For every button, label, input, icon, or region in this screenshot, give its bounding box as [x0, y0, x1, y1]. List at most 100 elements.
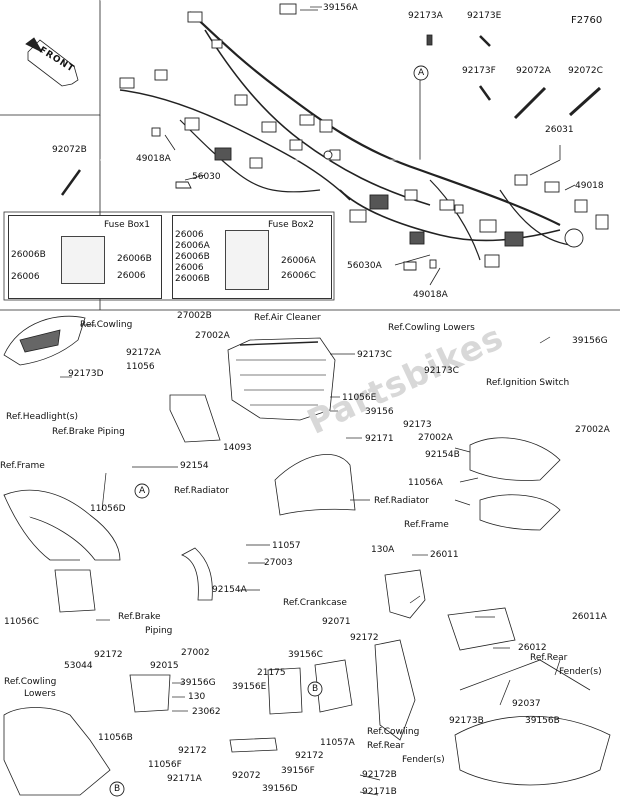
- part-label: 92015: [150, 661, 179, 671]
- part-label: 92172: [350, 633, 379, 643]
- ref-label: Ref.Rear: [367, 741, 405, 751]
- part-label: 92171A: [167, 774, 202, 784]
- ref-label: Ref.Brake: [118, 612, 161, 622]
- part-label: 92172: [295, 751, 324, 761]
- part-label: 26031: [545, 125, 574, 135]
- fuse-box-2: Fuse Box2 26006 26006A 26006B 26006 2600…: [172, 215, 332, 299]
- part-label: 27002A: [575, 425, 610, 435]
- part-label: 39156E: [232, 682, 267, 692]
- part-label: 11056C: [4, 617, 39, 627]
- ref-label: Piping: [145, 626, 173, 636]
- fuse-box-1-right-1: 26006B: [117, 254, 152, 264]
- ref-label: Ref.Frame: [0, 461, 45, 471]
- callout-b-mid: [307, 681, 323, 697]
- ref-label: Ref.Headlight(s): [6, 412, 78, 422]
- part-label: 27002B: [177, 311, 212, 321]
- fuse-box-2-right-1: 26006A: [281, 256, 316, 266]
- fuse-box-1-right-2: 26006: [117, 271, 146, 281]
- part-label: 92154A: [212, 585, 247, 595]
- part-label: 92173A: [408, 11, 443, 21]
- callout-a-top: [413, 65, 429, 81]
- part-label: 11056F: [148, 760, 182, 770]
- part-label: 92172: [178, 746, 207, 756]
- part-label: 11056D: [90, 504, 126, 514]
- part-label: 53044: [64, 661, 93, 671]
- part-label: 27002A: [195, 331, 230, 341]
- part-label: 92072C: [568, 66, 603, 76]
- part-label: 92173F: [462, 66, 496, 76]
- part-label: 92154B: [425, 450, 460, 460]
- part-label: 27003: [264, 558, 293, 568]
- ref-label: Ref.Rear: [530, 653, 568, 663]
- part-label: 27002: [181, 648, 210, 658]
- fuse-box-2-body: [225, 230, 269, 290]
- callout-a-top-label: A: [418, 68, 425, 78]
- part-label: 92171: [365, 434, 394, 444]
- part-label: 92173C: [424, 366, 459, 376]
- fuse-box-2-right-2: 26006C: [281, 271, 316, 281]
- part-label: 92171B: [362, 787, 397, 797]
- part-label: 92172A: [126, 348, 161, 358]
- part-label: 56030: [192, 172, 221, 182]
- part-label: 39156A: [323, 3, 358, 13]
- callout-b-mid-label: B: [312, 684, 319, 694]
- part-label: 23062: [192, 707, 221, 717]
- part-label: 92172B: [362, 770, 397, 780]
- ref-label: Ref.Cowling: [80, 320, 133, 330]
- ref-label: Ref.Ignition Switch: [486, 378, 570, 388]
- fuse-box-1: Fuse Box1 26006B 26006 26006B 26006: [8, 215, 162, 299]
- part-label: 92172: [94, 650, 123, 660]
- fuse-box-1-title: Fuse Box1: [104, 220, 150, 230]
- ref-label: Fender(s): [559, 667, 602, 677]
- fuse-box-2-left-3: 26006B: [175, 252, 210, 262]
- part-label: 11056E: [342, 393, 377, 403]
- part-label: 92072B: [52, 145, 87, 155]
- part-label: 39156F: [281, 766, 315, 776]
- part-label: 49018A: [136, 154, 171, 164]
- front-arrow-icon: [25, 37, 79, 87]
- part-label: 49018A: [413, 290, 448, 300]
- part-label: 56030A: [347, 261, 382, 271]
- part-label: 39156B: [525, 716, 560, 726]
- ref-label: Fender(s): [402, 755, 445, 765]
- ref-label: Ref.Cowling Lowers: [388, 323, 475, 333]
- ref-label: Ref.Radiator: [374, 496, 429, 506]
- part-label: 92173D: [68, 369, 104, 379]
- ref-label: Ref.Cowling: [4, 677, 57, 687]
- part-label: 11057A: [320, 738, 355, 748]
- callout-a-bottom: [134, 483, 150, 499]
- part-label: 11056: [126, 362, 155, 372]
- fuse-box-2-left-4: 26006: [175, 263, 204, 273]
- part-label: 92173E: [467, 11, 502, 21]
- part-label: 92071: [322, 617, 351, 627]
- figure-id: F2760: [571, 15, 603, 26]
- part-label: 39156: [365, 407, 394, 417]
- part-label: 92072: [232, 771, 261, 781]
- ref-label: Lowers: [24, 689, 56, 699]
- ref-label: Ref.Radiator: [174, 486, 229, 496]
- part-label: 14093: [223, 443, 252, 453]
- part-label: 11056B: [98, 733, 133, 743]
- part-label: 21175: [257, 668, 286, 678]
- ref-label: Ref.Cowling: [367, 727, 420, 737]
- ref-label: Ref.Air Cleaner: [254, 313, 321, 323]
- fuse-box-1-left-2: 26006: [11, 272, 40, 282]
- ref-label: Ref.Frame: [404, 520, 449, 530]
- ref-label: Ref.Crankcase: [283, 598, 347, 608]
- part-label: 26011A: [572, 612, 607, 622]
- callout-b-bottom-label: B: [114, 784, 121, 794]
- part-label: 39156G: [180, 678, 216, 688]
- part-label: 92072A: [516, 66, 551, 76]
- part-label: 130: [188, 692, 206, 702]
- part-label: 26011: [430, 550, 459, 560]
- part-label: 49018: [575, 181, 604, 191]
- fuse-box-1-body: [61, 236, 105, 284]
- fuse-box-2-title: Fuse Box2: [268, 220, 314, 230]
- fuse-box-1-left-1: 26006B: [11, 250, 46, 260]
- fuse-box-2-left-1: 26006: [175, 230, 204, 240]
- part-label: 39156G: [572, 336, 608, 346]
- part-label: 26012: [518, 643, 547, 653]
- part-label: 92154: [180, 461, 209, 471]
